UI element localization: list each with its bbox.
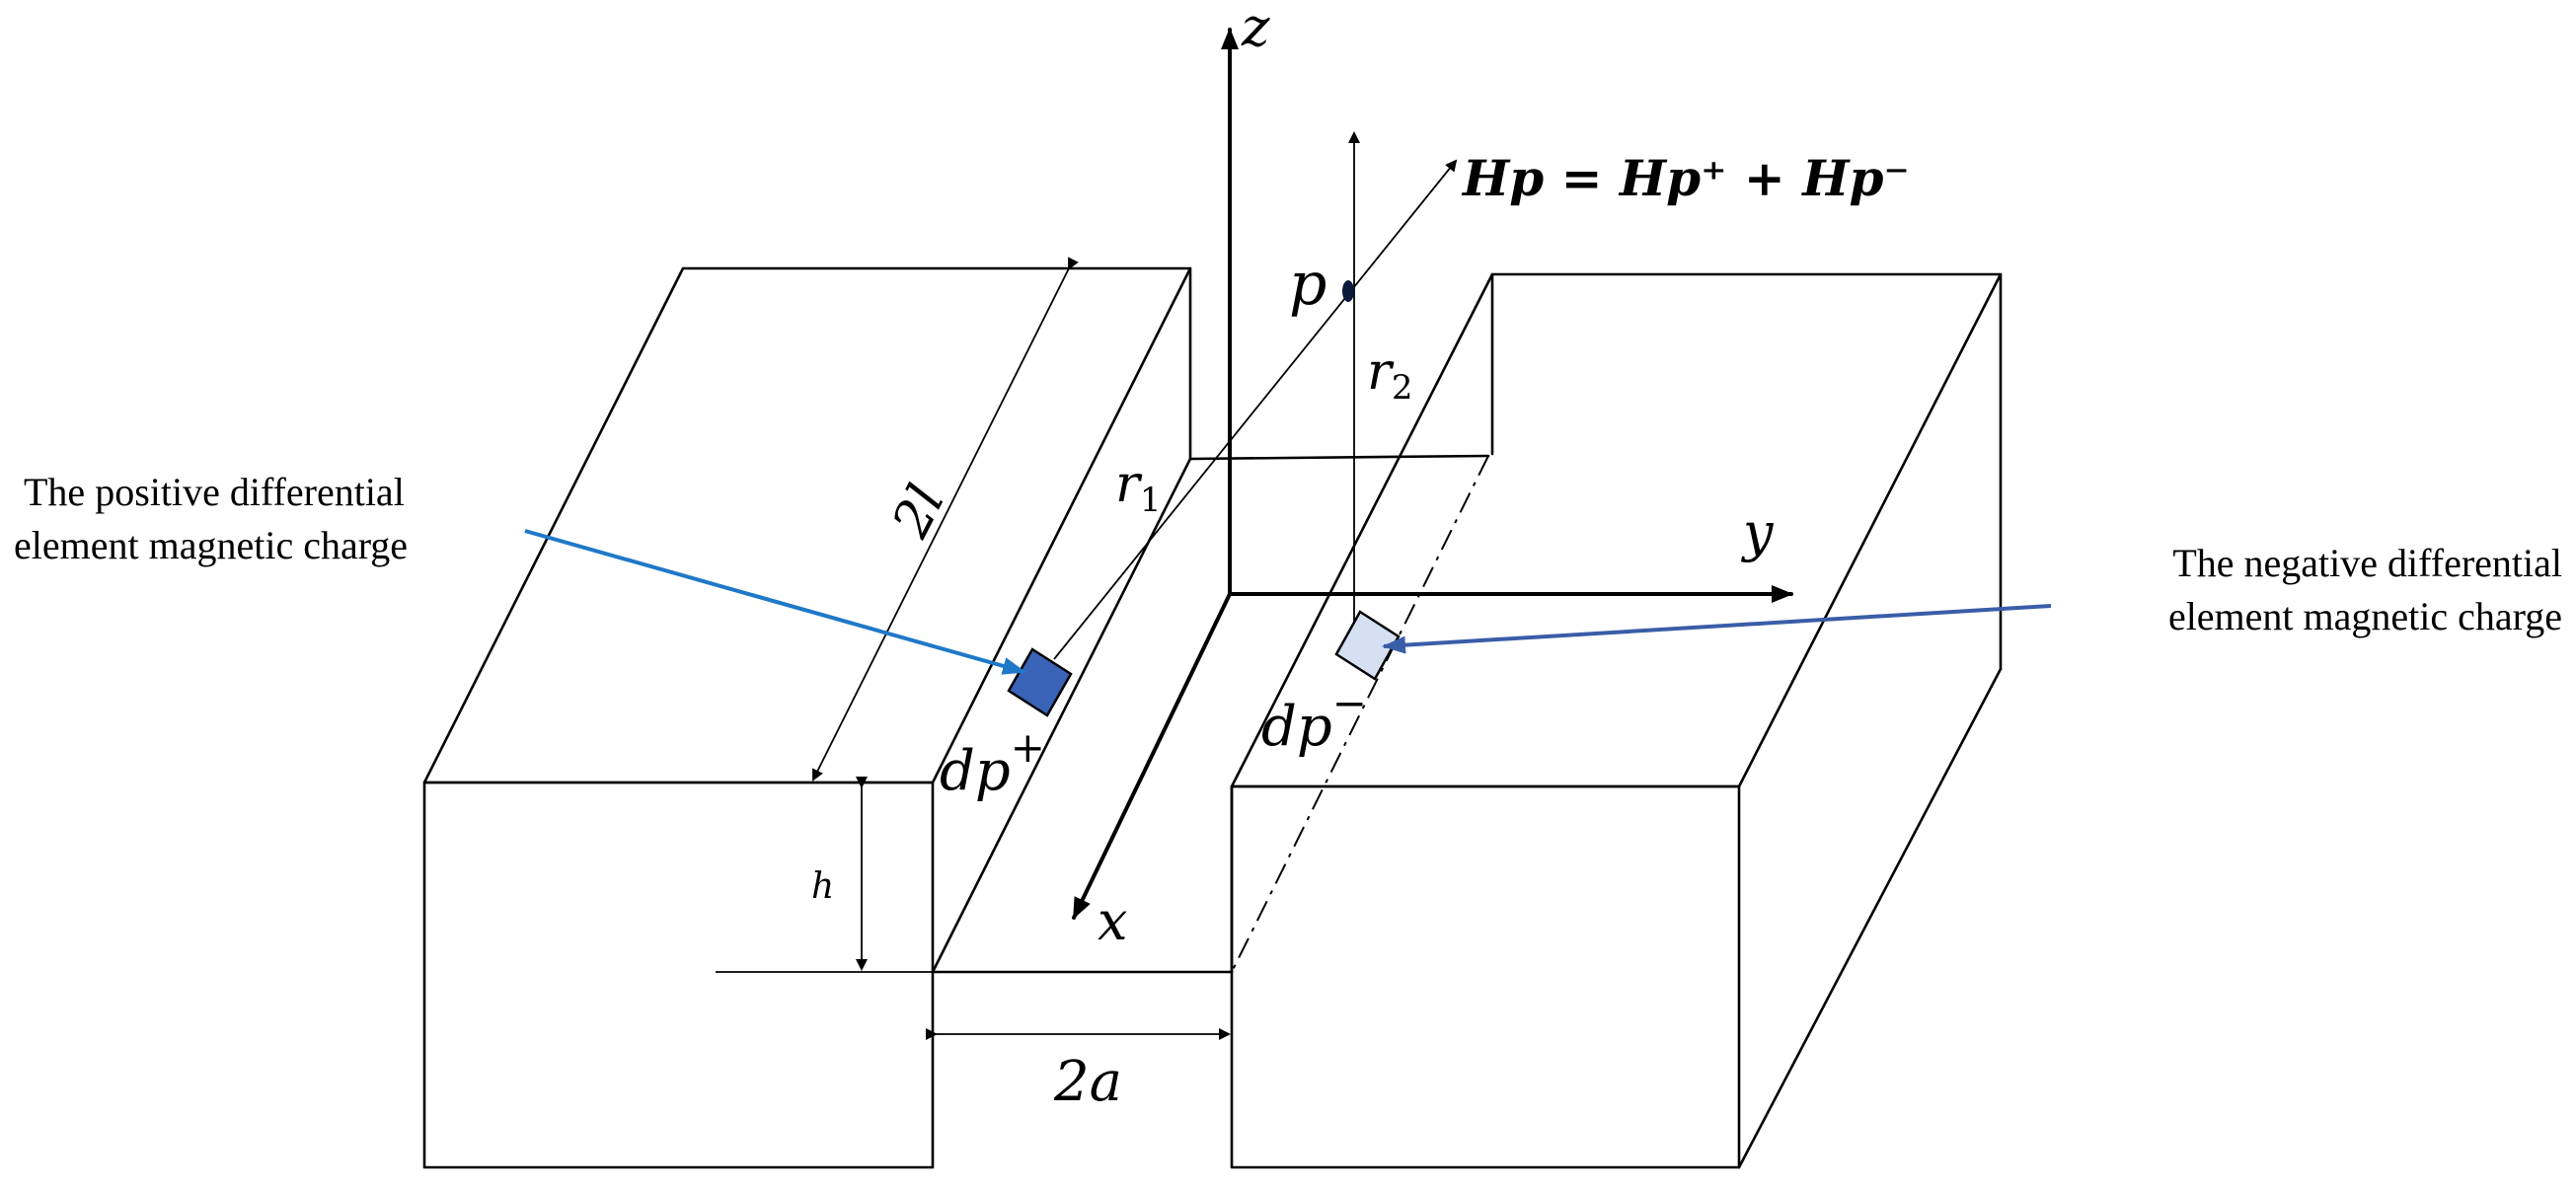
slot-floor [931,454,1490,974]
axis-y-label: y [1741,501,1775,563]
caption-positive-line2: element magnetic charge [14,523,408,567]
point-p-marker [1342,280,1354,302]
dp-minus-label: dp− [1261,679,1367,759]
dp-plus-label: dp+ [940,723,1045,803]
point-p-label: p [1289,250,1326,319]
axis-z-label: z [1241,0,1270,58]
caption-positive: The positive differential element magnet… [14,470,1026,675]
width-label: 2a [1053,1050,1122,1114]
height-label: h [811,866,834,907]
positive-pointer-arrow [524,529,1026,675]
negative-pointer-arrow [1382,604,2052,654]
dimension-lines: 2l h 2a [716,257,1233,1117]
caption-negative-line2: element magnetic charge [2168,594,2562,638]
length-label: 2l [881,476,956,547]
caption-negative-line1: The negative differential [2172,541,2562,585]
r2-label: r2 [1367,342,1413,408]
field-formula: Hp = Hp⁺ + Hp⁻ [1461,149,1910,207]
axis-x-label: x [1098,890,1127,952]
negative-charge-element [1334,610,1401,681]
positive-charge-element [1007,647,1073,717]
r1-label: r1 [1115,455,1162,520]
caption-positive-line1: The positive differential [24,470,405,514]
caption-negative: The negative differential element magnet… [1382,541,2562,654]
left-block [422,266,1233,1169]
differential-elements: dp+ dp− [940,610,1401,803]
x-axis [1072,592,1232,920]
coordinate-axes: z y x [1072,0,1793,952]
length-dimension [812,257,1079,782]
r1-line [1053,159,1458,660]
field-vectors: p r1 r2 Hp = Hp⁺ + Hp⁻ [1053,131,1910,660]
